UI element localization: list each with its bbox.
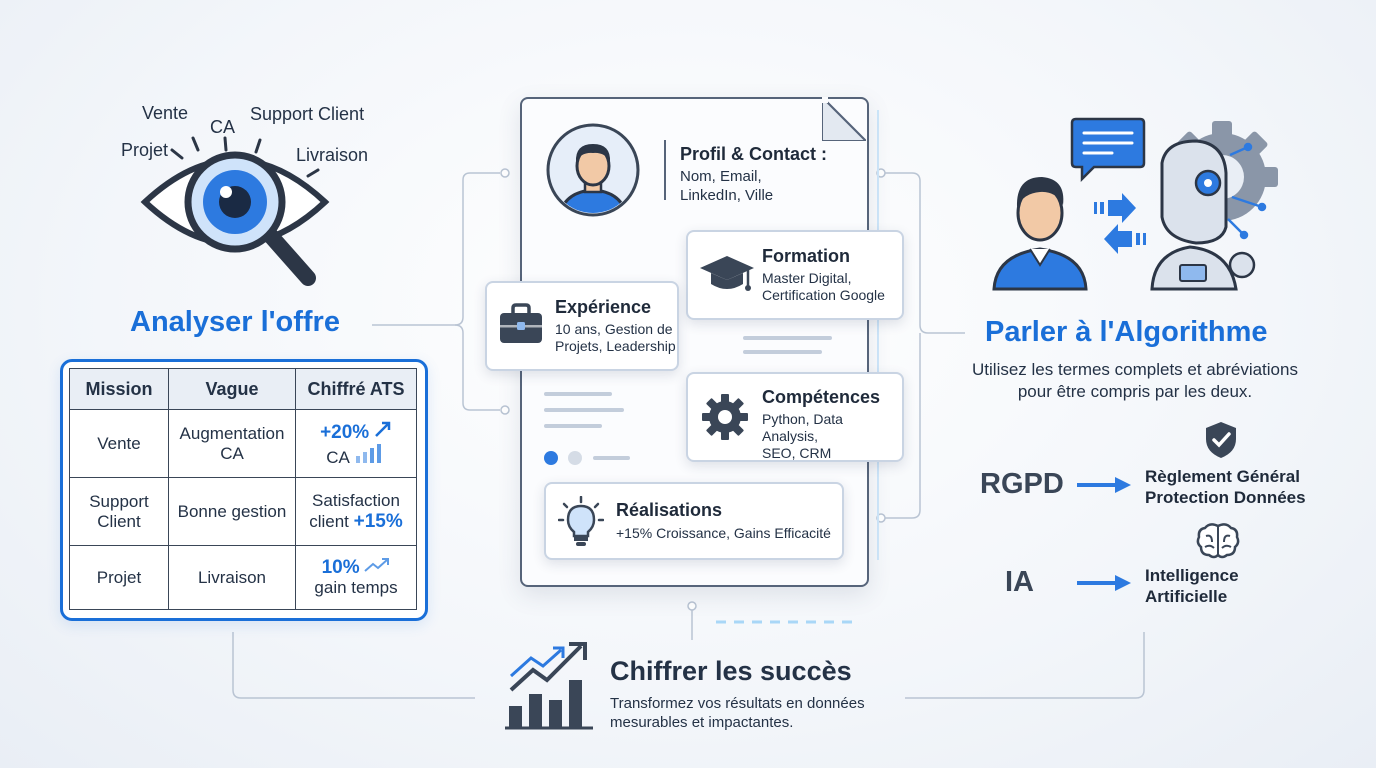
formation-line2: Certification Google [762, 287, 885, 303]
competences-card: Compétences Python, Data Analysis, SEO, … [686, 372, 904, 462]
trend-line-icon [364, 558, 390, 572]
subtitle-line1: Utilisez les termes complets et abréviat… [972, 360, 1298, 379]
rgpd-line2: Protection Données [1145, 488, 1306, 507]
growth-chart-icon [505, 642, 593, 730]
subtitle-line2: pour être compris par les deux. [1017, 382, 1253, 401]
full-ia: Intelligence Artificielle [1145, 565, 1239, 607]
experience-card: Expérience 10 ans, Gestion de Projets, L… [485, 281, 679, 371]
realisations-card: Réalisations +15% Croissance, Gains Effi… [544, 482, 844, 560]
ia-line1: Intelligence [1145, 566, 1239, 585]
algorithme-subtitle: Utilisez les termes complets et abréviat… [940, 359, 1330, 403]
experience-line2: Projets, Leadership [555, 338, 676, 354]
competences-details: Python, Data Analysis, SEO, CRM [762, 411, 902, 462]
cell-vague: Bonne gestion [168, 477, 296, 546]
experience-line1: 10 ans, Gestion de [555, 321, 673, 337]
profile-line1: Nom, Email, [680, 168, 762, 185]
profile-divider [664, 140, 666, 200]
cell-mission: Projet [69, 545, 169, 610]
chiffrer-line1: Transformez vos résultats en données [610, 695, 865, 712]
ats-table: Mission Vague Chiffré ATS Vente Augmenta… [60, 359, 428, 621]
cell-vague: Augmentation CA [168, 409, 296, 478]
algorithme-title: Parler à l'Algorithme [985, 316, 1268, 348]
keyword-livraison: Livraison [296, 145, 369, 165]
arrow-right-icon [1077, 477, 1131, 493]
eye-magnifier-icon [140, 136, 330, 286]
formation-details: Master Digital, Certification Google [762, 270, 885, 304]
brain-icon [1196, 523, 1240, 559]
keyword-ca: CA [210, 117, 236, 137]
page-fold [822, 97, 866, 141]
abbr-rgpd: RGPD [980, 468, 1064, 500]
experience-title: Expérience [555, 297, 652, 317]
cell-mission: Support Client [69, 477, 169, 546]
col-chiffre-ats: Chiffré ATS [295, 368, 417, 410]
graduation-cap-icon [700, 256, 754, 291]
profile-details: Nom, Email, LinkedIn, Ville [680, 167, 773, 205]
experience-details: 10 ans, Gestion de Projets, Leadership [555, 321, 676, 355]
shield-check-icon [1206, 422, 1236, 458]
competences-line1: Python, Data Analysis, [762, 411, 843, 444]
col-mission: Mission [69, 368, 169, 410]
ia-line2: Artificielle [1145, 587, 1228, 606]
chiffrer-title: Chiffrer les succès [610, 656, 852, 686]
cell-vague: Livraison [168, 545, 296, 610]
human-robot-illustration [992, 117, 1278, 291]
keyword-support-client: Support Client [250, 104, 365, 124]
value-plus15: +15% [353, 510, 403, 532]
avatar [546, 123, 640, 217]
rgpd-line1: Règlement Général [1145, 467, 1300, 486]
arrow-right-icon [1077, 575, 1131, 591]
profile-title: Profil & Contact : [680, 144, 827, 164]
placeholder-lines [544, 336, 832, 465]
value-10: 10% [321, 557, 360, 578]
analyser-title: Analyser l'offre [130, 306, 340, 338]
profile-line2: LinkedIn, Ville [680, 187, 774, 204]
full-rgpd: Règlement Général Protection Données [1145, 466, 1306, 508]
col-vague: Vague [168, 368, 296, 410]
bar-chart-icon [355, 443, 381, 463]
formation-card: Formation Master Digital, Certification … [686, 230, 904, 320]
label-ca: CA [326, 447, 349, 467]
cell-chiffre: +20% CA [295, 409, 417, 478]
trend-up-icon [375, 421, 391, 437]
keyword-vente: Vente [142, 103, 189, 123]
table-row: Projet Livraison 10% gain temps [69, 545, 417, 610]
formation-title: Formation [762, 246, 850, 266]
cell-chiffre: 10% gain temps [295, 545, 417, 610]
briefcase-icon [500, 303, 542, 343]
cell-chiffre: Satisfaction client +15% [295, 477, 417, 546]
realisations-title: Réalisations [616, 500, 723, 520]
chiffrer-line2: mesurables et impactantes. [610, 714, 794, 731]
table-row: Support Client Bonne gestion Satisfactio… [69, 477, 417, 546]
gear-icon [702, 394, 748, 440]
value-plus20: +20% [320, 421, 370, 443]
label-satisfaction: Satisfaction client [309, 490, 400, 531]
table-row: Vente Augmentation CA +20% CA [69, 409, 417, 478]
cell-mission: Vente [69, 409, 169, 478]
label-gain-temps: gain temps [314, 578, 398, 597]
keyword-projet: Projet [121, 140, 169, 160]
abbr-ia: IA [1005, 566, 1034, 598]
competences-line2: SEO, CRM [762, 445, 832, 461]
chiffrer-text: Transformez vos résultats en données mes… [610, 694, 865, 732]
lightbulb-icon [558, 496, 604, 546]
formation-line1: Master Digital, [762, 270, 852, 286]
competences-title: Compétences [762, 387, 881, 407]
realisations-details: +15% Croissance, Gains Efficacité [616, 525, 831, 541]
